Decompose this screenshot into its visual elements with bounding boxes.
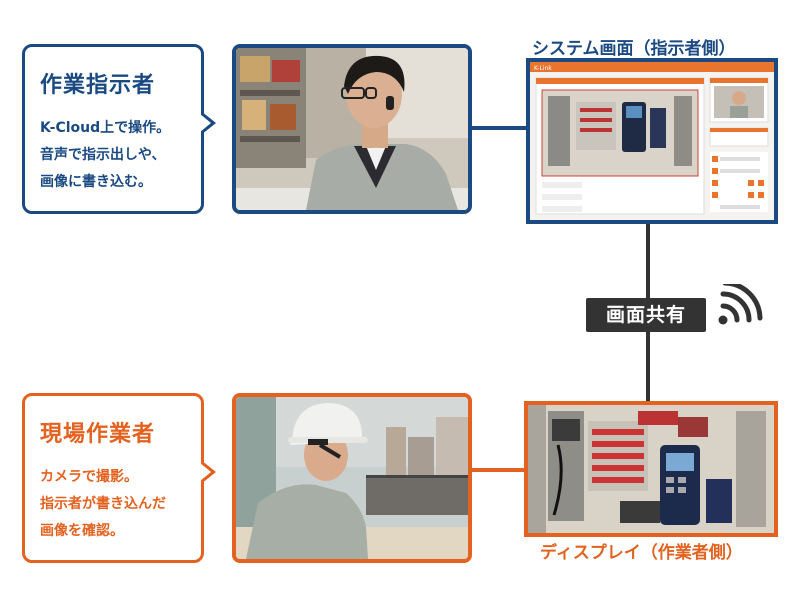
worker-role-title: 現場作業者 xyxy=(40,422,156,447)
supervisor-desc-line: 音声で指示出しや、 xyxy=(40,147,166,163)
worker-display-screen xyxy=(524,401,778,537)
worker-desc-line: カメラで撮影。 xyxy=(40,469,138,485)
system-screen-illustration: K-Link xyxy=(530,62,774,220)
worker-photo-illustration xyxy=(236,397,468,559)
supervisor-desc-line: K-Cloud上で操作。 xyxy=(40,120,171,136)
supervisor-desc-line: 画像に書き込む。 xyxy=(40,174,152,190)
system-app-name: K-Link xyxy=(534,65,552,72)
supervisor-photo xyxy=(232,44,472,214)
screen-share-label: 画面共有 xyxy=(586,298,706,332)
supervisor-description: K-Cloud上で操作。 音声で指示出しや、 画像に書き込む。 xyxy=(40,115,170,196)
supervisor-bubble: 作業指示者 K-Cloud上で操作。 音声で指示出しや、 画像に書き込む。 xyxy=(22,44,216,214)
worker-connector xyxy=(472,468,526,472)
system-screen-caption: システム画面（指示者側） xyxy=(532,39,736,59)
worker-photo xyxy=(232,393,472,563)
system-screen: K-Link xyxy=(526,58,778,224)
worker-description: カメラで撮影。 指示者が書き込んだ 画像を確認。 xyxy=(40,464,166,545)
wireless-signal-icon xyxy=(718,284,763,325)
worker-desc-line: 指示者が書き込んだ xyxy=(40,496,166,512)
supervisor-role-title: 作業指示者 xyxy=(40,73,156,98)
display-caption: ディスプレイ（作業者側） xyxy=(540,543,743,563)
worker-bubble: 現場作業者 カメラで撮影。 指示者が書き込んだ 画像を確認。 xyxy=(22,393,216,563)
share-connector-bottom xyxy=(646,332,650,401)
share-connector-top xyxy=(646,224,650,298)
worker-desc-line: 画像を確認。 xyxy=(40,523,124,539)
worker-display-illustration xyxy=(528,405,774,533)
supervisor-photo-illustration xyxy=(236,48,468,210)
supervisor-connector xyxy=(472,126,528,130)
